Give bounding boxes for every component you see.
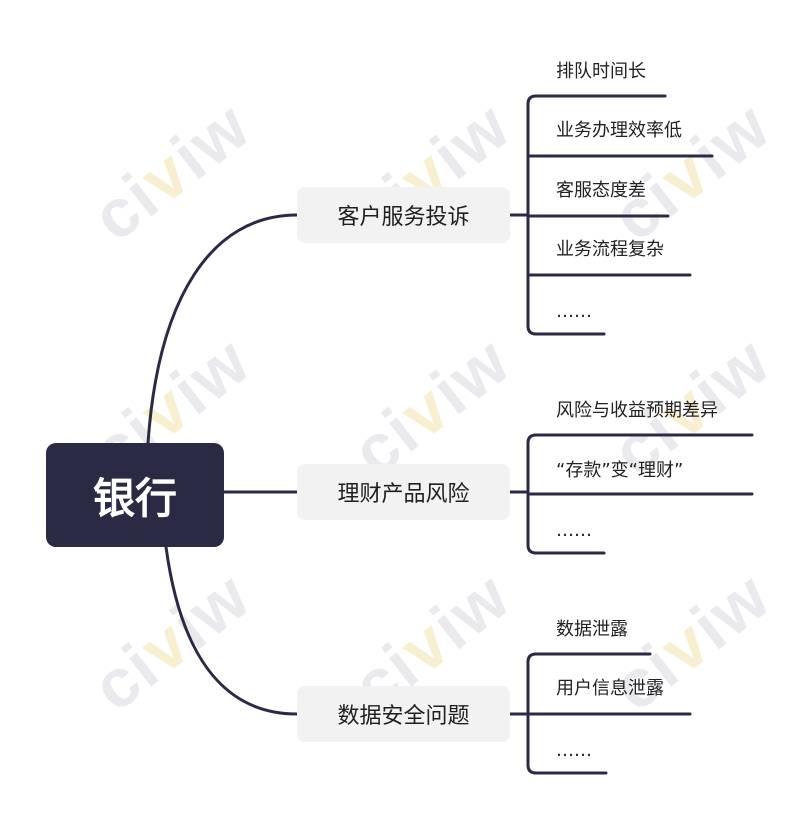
leaf-node: “存款”变“理财” [556,460,684,481]
branch-node-wealth-product-risk: 理财产品风险 [297,464,510,520]
connector-root-to-branch-1 [146,213,299,445]
branch-label: 客户服务投诉 [337,205,470,230]
leaf-node: 排队时间长 [556,61,646,82]
leaf-node: 客服态度差 [556,180,646,201]
branch-node-data-security: 数据安全问题 [297,686,510,742]
leaf-node: 数据泄露 [556,619,628,640]
branch-label: 数据安全问题 [337,704,470,729]
leaf-node: …… [556,301,592,322]
root-label: 银行 [92,473,177,523]
leaf-node: 业务流程复杂 [556,239,664,260]
leaf-node: …… [556,740,592,761]
leaf-node: …… [556,520,592,541]
root-node: 银行 [46,443,224,547]
leaf-node: 风险与收益预期差异 [556,400,718,421]
branch-label: 理财产品风险 [337,482,470,507]
connector-root-to-branch-3 [164,545,299,716]
branch-node-customer-service: 客户服务投诉 [297,187,510,243]
leaf-node: 用户信息泄露 [556,678,664,699]
leaf-node: 业务办理效率低 [556,120,682,141]
